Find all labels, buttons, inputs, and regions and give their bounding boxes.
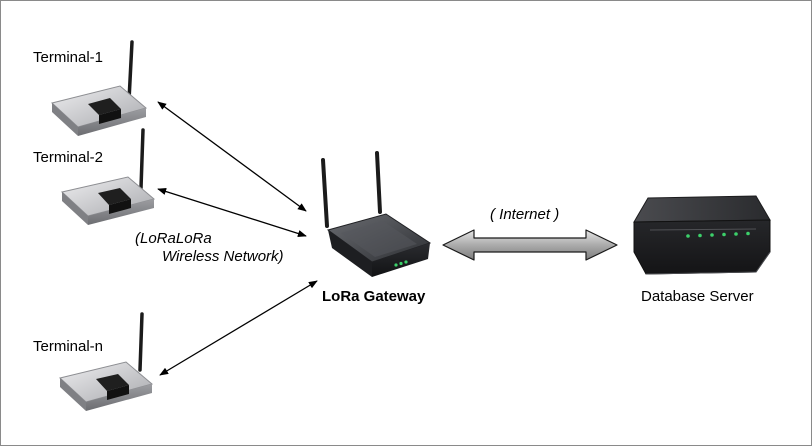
terminal-2-label: Terminal-2 [33, 149, 104, 166]
link-terminal-n-gateway [159, 280, 318, 376]
terminal-n-device [58, 312, 154, 411]
internet-label: ( Internet ) [490, 206, 560, 223]
terminal-2-device [60, 128, 156, 225]
network-label-line-2: Wireless Network) [162, 248, 284, 265]
gateway-label: LoRa Gateway [322, 288, 426, 305]
link-terminal-2-gateway [157, 188, 307, 237]
lora-gateway-device [321, 151, 432, 277]
server-label: Database Server [641, 288, 754, 305]
link-terminal-1-gateway [157, 101, 307, 212]
internet-arrow [442, 229, 618, 261]
terminal-1-label: Terminal-1 [33, 49, 104, 66]
terminal-n-label: Terminal-n [33, 338, 104, 355]
database-server-device [633, 195, 771, 275]
network-label-line-1: (LoRaLoRa [135, 230, 212, 247]
terminal-1-device [50, 40, 148, 136]
